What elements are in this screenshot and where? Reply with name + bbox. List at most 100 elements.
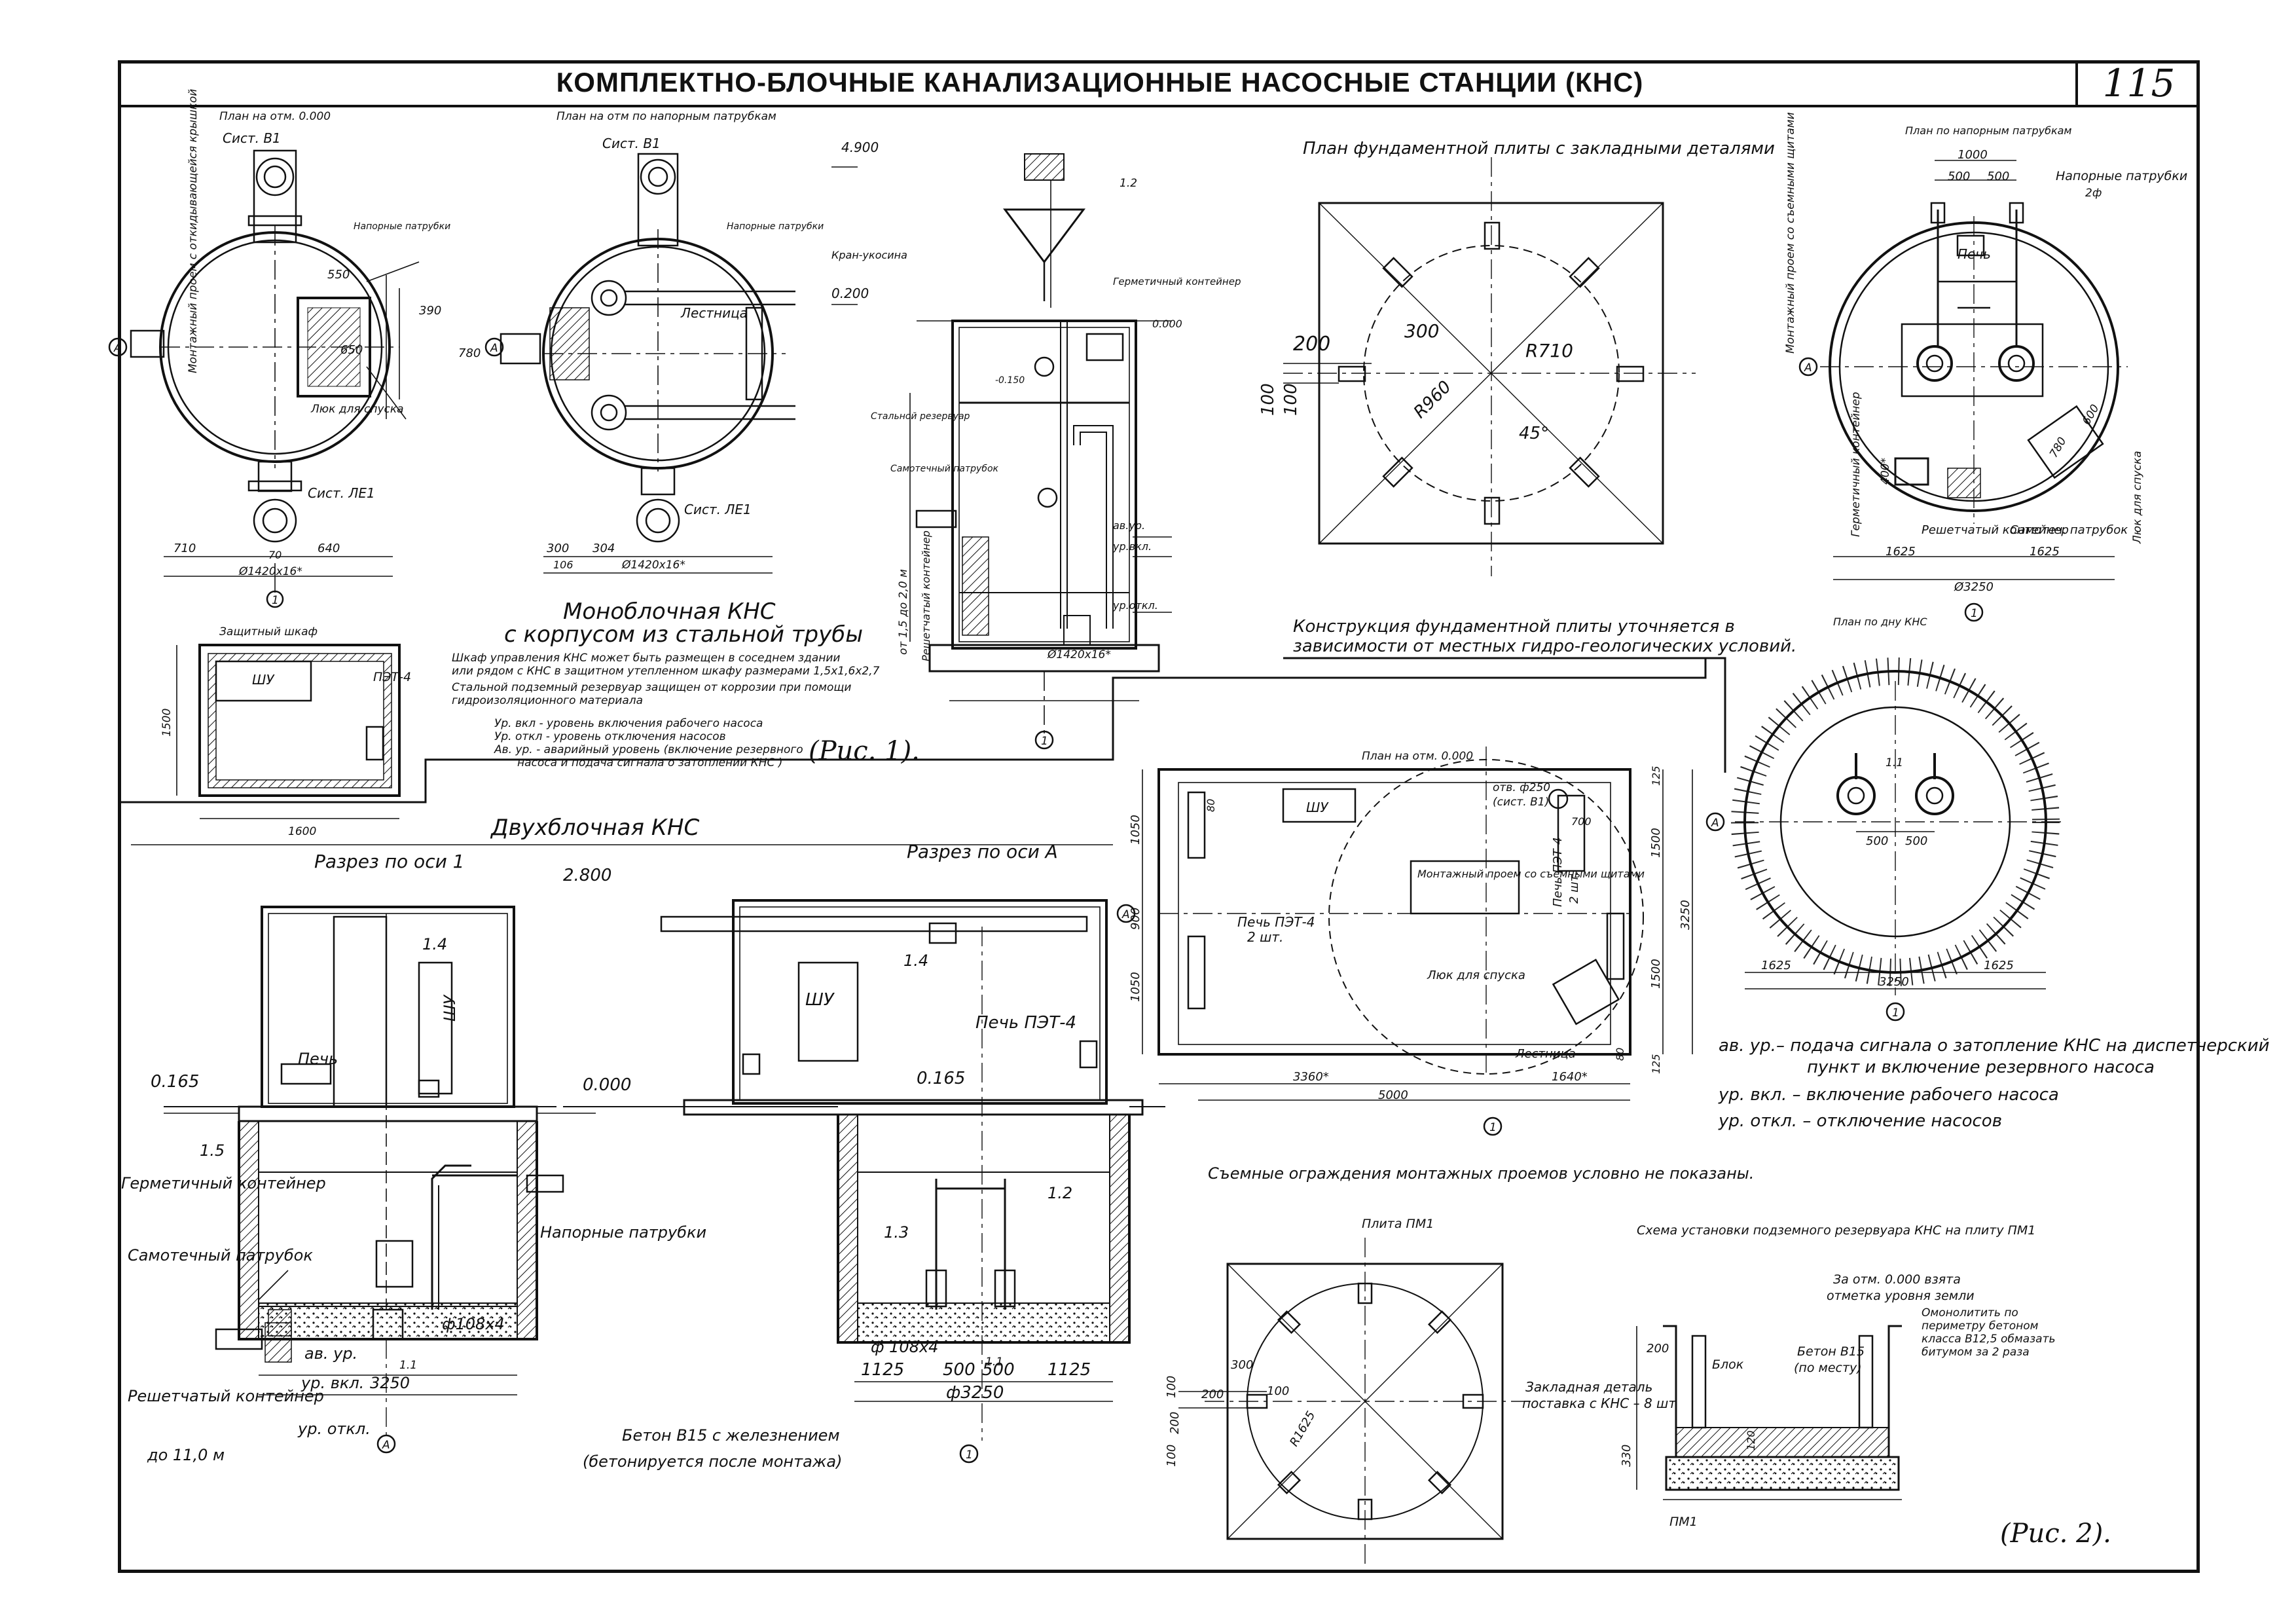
- rt-germet: Герметичный контейнер: [1850, 392, 1863, 537]
- tb-1125a: 1125: [861, 1360, 904, 1380]
- pm-3250: 3250: [1679, 900, 1692, 930]
- axis-a-6: А: [382, 1439, 390, 1452]
- mid-plan: [1116, 747, 1693, 1136]
- fig-2-label: (Рис. 2).: [2000, 1519, 2111, 1549]
- pm-900: 900: [1129, 908, 1142, 930]
- tb-shu: ШУ: [441, 994, 459, 1022]
- tb-germet: Герметичный контейнер: [121, 1174, 326, 1192]
- install-mono-3: класса В12,5 обмазать: [1922, 1333, 2056, 1346]
- tb-shu2: ШУ: [805, 990, 835, 1010]
- rt-3250: Ø3250: [1954, 580, 1994, 594]
- tb-14: 1.4: [422, 935, 447, 953]
- rt-400: 400*: [1879, 458, 1892, 485]
- title-block: КОМПЛЕКТНО-БЛОЧНЫЕ КАНАЛИЗАЦИОННЫЕ НАСОС…: [118, 60, 2200, 107]
- cabinet-width: 1600: [288, 825, 316, 838]
- mono-legend-4: насоса и подача сигнала о затоплении КНС…: [517, 756, 782, 769]
- axis-1-6: 1: [966, 1449, 973, 1462]
- pm-1050a: 1050: [1129, 815, 1142, 845]
- axis-a-5: А: [1121, 908, 1130, 921]
- pm-700: 700: [1571, 815, 1592, 828]
- pm-1050b: 1050: [1129, 972, 1142, 1002]
- label-lestnica: Лестница: [680, 305, 748, 321]
- install-beton: Бетон В15: [1797, 1344, 1865, 1359]
- mono-label-12: 1.2: [1120, 177, 1137, 190]
- cabinet-shu: ШУ: [252, 672, 275, 688]
- found-title: План фундаментной плиты с закладными дет…: [1303, 139, 1775, 158]
- pm-1500a: 1500: [1649, 828, 1663, 858]
- install-beton2: (по месту): [1794, 1361, 1862, 1375]
- pm-2sht2: 2 шт.: [1567, 871, 1581, 904]
- dim-300: 300: [547, 542, 569, 555]
- bp-500b: 500: [1905, 834, 1927, 848]
- plate-100a: 100: [1267, 1384, 1289, 1398]
- dim-304: 304: [592, 542, 615, 555]
- label-sist-le1-2: Сист. ЛЕ1: [684, 502, 752, 517]
- label-stalnoi: Стальной резервуар: [871, 411, 970, 422]
- pm-125b: 125: [1650, 1054, 1662, 1074]
- label-samotech-mono: Самотечный патрубок: [890, 464, 999, 474]
- found-200: 200: [1293, 333, 1330, 356]
- rt-2sh: 2ф: [2085, 187, 2102, 200]
- bp-11: 1.1: [1886, 756, 1903, 769]
- pm-title: План на отм. 0.000: [1362, 750, 1473, 763]
- mono-reshet: Решетчатый контейнер: [920, 530, 932, 661]
- removable-note: Съемные ограждения монтажных проемов усл…: [1208, 1164, 1754, 1183]
- axis-1-2: 1: [1041, 735, 1048, 748]
- tb-11: 1.1: [399, 1359, 417, 1372]
- pm-80a: 80: [1205, 799, 1217, 812]
- plate-200b: 200: [1168, 1412, 1182, 1434]
- pm-lyuk: Люк для спуска: [1427, 969, 1525, 982]
- pm-2sht: 2 шт.: [1247, 929, 1283, 945]
- mono-note-4: гидроизоляционного материала: [452, 694, 643, 707]
- dim-70: 70: [268, 549, 282, 561]
- sheet-title: КОМПЛЕКТНО-БЛОЧНЫЕ КАНАЛИЗАЦИОННЫЕ НАСОС…: [556, 67, 1644, 98]
- level-0165b: 0.165: [917, 1069, 965, 1088]
- mono-caption-2: с корпусом из стальной трубы: [504, 621, 863, 648]
- mono-plan-1: [108, 149, 420, 608]
- sec1-title: Разрез по оси 1: [314, 851, 465, 872]
- cabinet-pet: ПЭТ-4: [373, 670, 411, 684]
- tb-reshet: Решетчатый контейнер: [128, 1387, 324, 1405]
- mono-pipe-dim-1: Ø1420х16*: [238, 565, 302, 578]
- dim-550: 550: [327, 268, 350, 282]
- plate-100b: 100: [1165, 1376, 1178, 1398]
- foundation-plan: [1283, 157, 1696, 576]
- tb-samotech: Самотечный патрубок: [128, 1246, 313, 1264]
- rt-samotech: Самотеч. патрубок: [2010, 523, 2128, 537]
- two-block-title: Двухблочная КНС: [490, 815, 699, 841]
- found-angle: 45°: [1519, 424, 1549, 443]
- rt-1625b: 1625: [2030, 545, 2060, 559]
- legend-r3: ур. вкл. – включение рабочего насоса: [1718, 1085, 2059, 1105]
- rt-montazh: Монтажный проем со съемными щитами: [1784, 112, 1797, 354]
- legend-r1: ав. ур.– подача сигнала о затопление КНС…: [1719, 1036, 2270, 1056]
- protective-cabinet: [176, 644, 401, 819]
- install-mono-1: Омонолитить по: [1922, 1306, 2018, 1320]
- tb-3250: 3250: [370, 1374, 410, 1392]
- bp-1625a: 1625: [1761, 959, 1791, 972]
- mono-note-1: Шкаф управления КНС может быть размещен …: [452, 652, 840, 665]
- pm-montazh: Монтажный проем со съемными щитами: [1417, 868, 1645, 880]
- mono-legend-2: Ур. откл - уровень отключения насосов: [494, 730, 726, 743]
- axis-a-2: А: [490, 342, 498, 355]
- page-number: 115: [2075, 60, 2200, 105]
- mono-legend-1: Ур. вкл - уровень включения рабочего нас…: [494, 717, 763, 730]
- mono-plan2-title: План на отм по напорным патрубкам: [556, 110, 776, 123]
- mono-legend-3: Ав. ур. - аварийный уровень (включение р…: [494, 743, 803, 756]
- label-sist-b1: Сист. В1: [223, 130, 281, 146]
- rt-plan-title: План по напорным патрубкам: [1905, 124, 2071, 137]
- pm-125a: 125: [1650, 766, 1662, 786]
- dim-710: 710: [173, 542, 196, 555]
- label-kran: Кран-укосина: [831, 249, 907, 261]
- mono-montazh: Монтажный проем с откидывающейся крышкой: [187, 89, 200, 373]
- found-note-2: зависимости от местных гидро-геологическ…: [1293, 637, 1796, 656]
- mono-av-ur: ав.ур.: [1113, 519, 1145, 532]
- install-200: 200: [1647, 1342, 1669, 1356]
- section-axis-A: [563, 899, 1165, 1464]
- mono-section: [831, 153, 1172, 750]
- tb-av-ur: ав. ур.: [304, 1344, 357, 1363]
- level-0000: 0.000: [1152, 318, 1182, 330]
- mono-plan1-title: План на отм. 0.000: [219, 110, 331, 123]
- tb-ur-vkl: ур. вкл.: [301, 1374, 364, 1392]
- axis-a-1: А: [113, 342, 122, 355]
- axis-1-1: 1: [272, 594, 279, 607]
